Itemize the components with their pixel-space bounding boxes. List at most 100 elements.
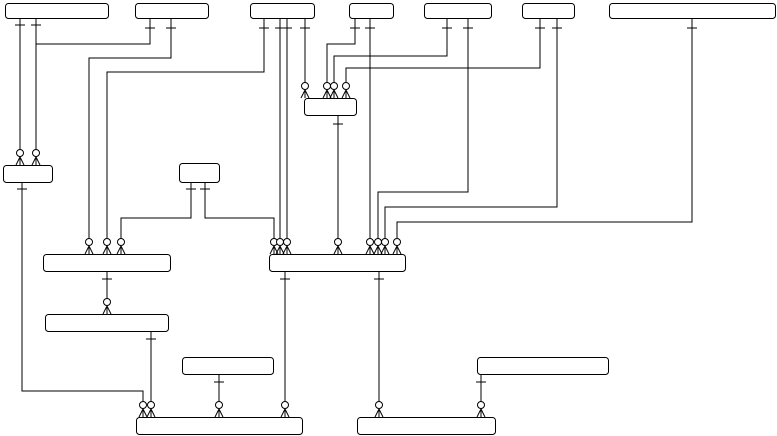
zero-circle: [85, 238, 93, 246]
crows-foot-right: [120, 245, 126, 255]
many-mark-9: [333, 238, 343, 255]
crows-foot-right: [369, 245, 375, 255]
crows-foot-left: [392, 245, 398, 255]
entity-top-7: [609, 3, 776, 19]
crows-foot-left: [269, 245, 275, 255]
relationship-line-3: [35, 18, 151, 158]
crows-foot-left: [102, 245, 108, 255]
crows-foot-right: [384, 245, 390, 255]
crows-foot-left: [333, 245, 339, 255]
entity-top-2: [135, 3, 209, 19]
zero-circle: [323, 82, 331, 90]
zero-circle: [147, 401, 155, 409]
many-mark-8: [282, 238, 292, 255]
crows-foot-right: [304, 89, 310, 99]
crows-foot-right: [378, 408, 384, 418]
relationship-line-15: [396, 18, 693, 247]
crows-foot-right: [106, 245, 112, 255]
entity-lower-2: [477, 357, 609, 375]
many-mark-12: [380, 238, 390, 255]
relationship-line-19: [21, 182, 144, 410]
crows-foot-left: [365, 245, 371, 255]
crows-foot-right: [88, 245, 94, 255]
crows-foot-left: [84, 245, 90, 255]
zero-circle: [342, 82, 350, 90]
zero-circle: [381, 238, 389, 246]
crows-foot-right: [345, 89, 351, 99]
crows-foot-right: [273, 245, 279, 255]
entity-left-3: [45, 314, 169, 332]
crows-foot-left: [374, 408, 380, 418]
many-mark-7: [275, 238, 285, 255]
entity-bottom-2: [357, 417, 496, 435]
relationship-line-9: [326, 18, 356, 91]
entity-left-1: [3, 165, 53, 183]
zero-circle: [139, 401, 147, 409]
many-mark-11: [373, 238, 383, 255]
many-mark-3: [84, 238, 94, 255]
entity-center-1: [179, 163, 220, 183]
zero-circle: [16, 149, 24, 157]
crows-foot-left: [341, 89, 347, 99]
crows-foot-left: [116, 245, 122, 255]
zero-circle: [32, 149, 40, 157]
entity-lower-1: [182, 357, 274, 375]
zero-circle: [103, 298, 111, 306]
zero-circle: [334, 238, 342, 246]
zero-circle: [301, 82, 309, 90]
crows-foot-left: [373, 245, 379, 255]
relationship-line-11: [333, 18, 448, 91]
entity-boxes: [3, 3, 776, 435]
many-mark-18: [102, 298, 112, 315]
crows-foot-left: [476, 408, 482, 418]
entity-top-5: [424, 3, 492, 19]
many-mark-14: [300, 82, 310, 99]
crows-foot-left: [300, 89, 306, 99]
zero-circle: [281, 401, 289, 409]
zero-circle: [374, 238, 382, 246]
entity-mid-1: [304, 98, 357, 116]
crows-foot-right: [106, 305, 112, 315]
crows-foot-right: [480, 408, 486, 418]
relationship-line-18: [204, 182, 275, 247]
crows-foot-left: [214, 408, 220, 418]
zero-circle: [375, 401, 383, 409]
entity-top-6: [522, 3, 575, 19]
many-mark-15: [322, 82, 332, 99]
zero-circle: [103, 238, 111, 246]
relationship-line-14: [384, 18, 558, 247]
crows-foot-right: [218, 408, 224, 418]
many-mark-23: [374, 401, 384, 418]
many-mark-21: [214, 401, 224, 418]
zero-circle: [117, 238, 125, 246]
crows-foot-left: [15, 156, 21, 166]
relationship-lines: [19, 18, 693, 410]
crows-foot-right: [150, 408, 156, 418]
many-mark-17: [341, 82, 351, 99]
many-mark-22: [280, 401, 290, 418]
crows-foot-left: [146, 408, 152, 418]
crows-foot-left: [138, 408, 144, 418]
crows-foot-right: [333, 89, 339, 99]
many-mark-19: [138, 401, 148, 418]
entity-left-2: [43, 254, 171, 272]
zero-circle: [393, 238, 401, 246]
many-mark-13: [392, 238, 402, 255]
crows-foot-left: [102, 305, 108, 315]
crows-foot-right: [142, 408, 148, 418]
many-mark-16: [329, 82, 339, 99]
many-mark-6: [269, 238, 279, 255]
relationship-line-13: [345, 18, 541, 91]
zero-circle: [366, 238, 374, 246]
crows-foot-left: [282, 245, 288, 255]
crows-foot-left: [31, 156, 37, 166]
many-mark-4: [102, 238, 112, 255]
entity-top-4: [349, 3, 394, 19]
entity-center-2: [269, 254, 406, 272]
crows-foot-left: [280, 408, 286, 418]
relationship-line-12: [377, 18, 469, 247]
entity-top-1: [5, 3, 109, 19]
crows-foot-left: [322, 89, 328, 99]
crows-foot-right: [19, 156, 25, 166]
